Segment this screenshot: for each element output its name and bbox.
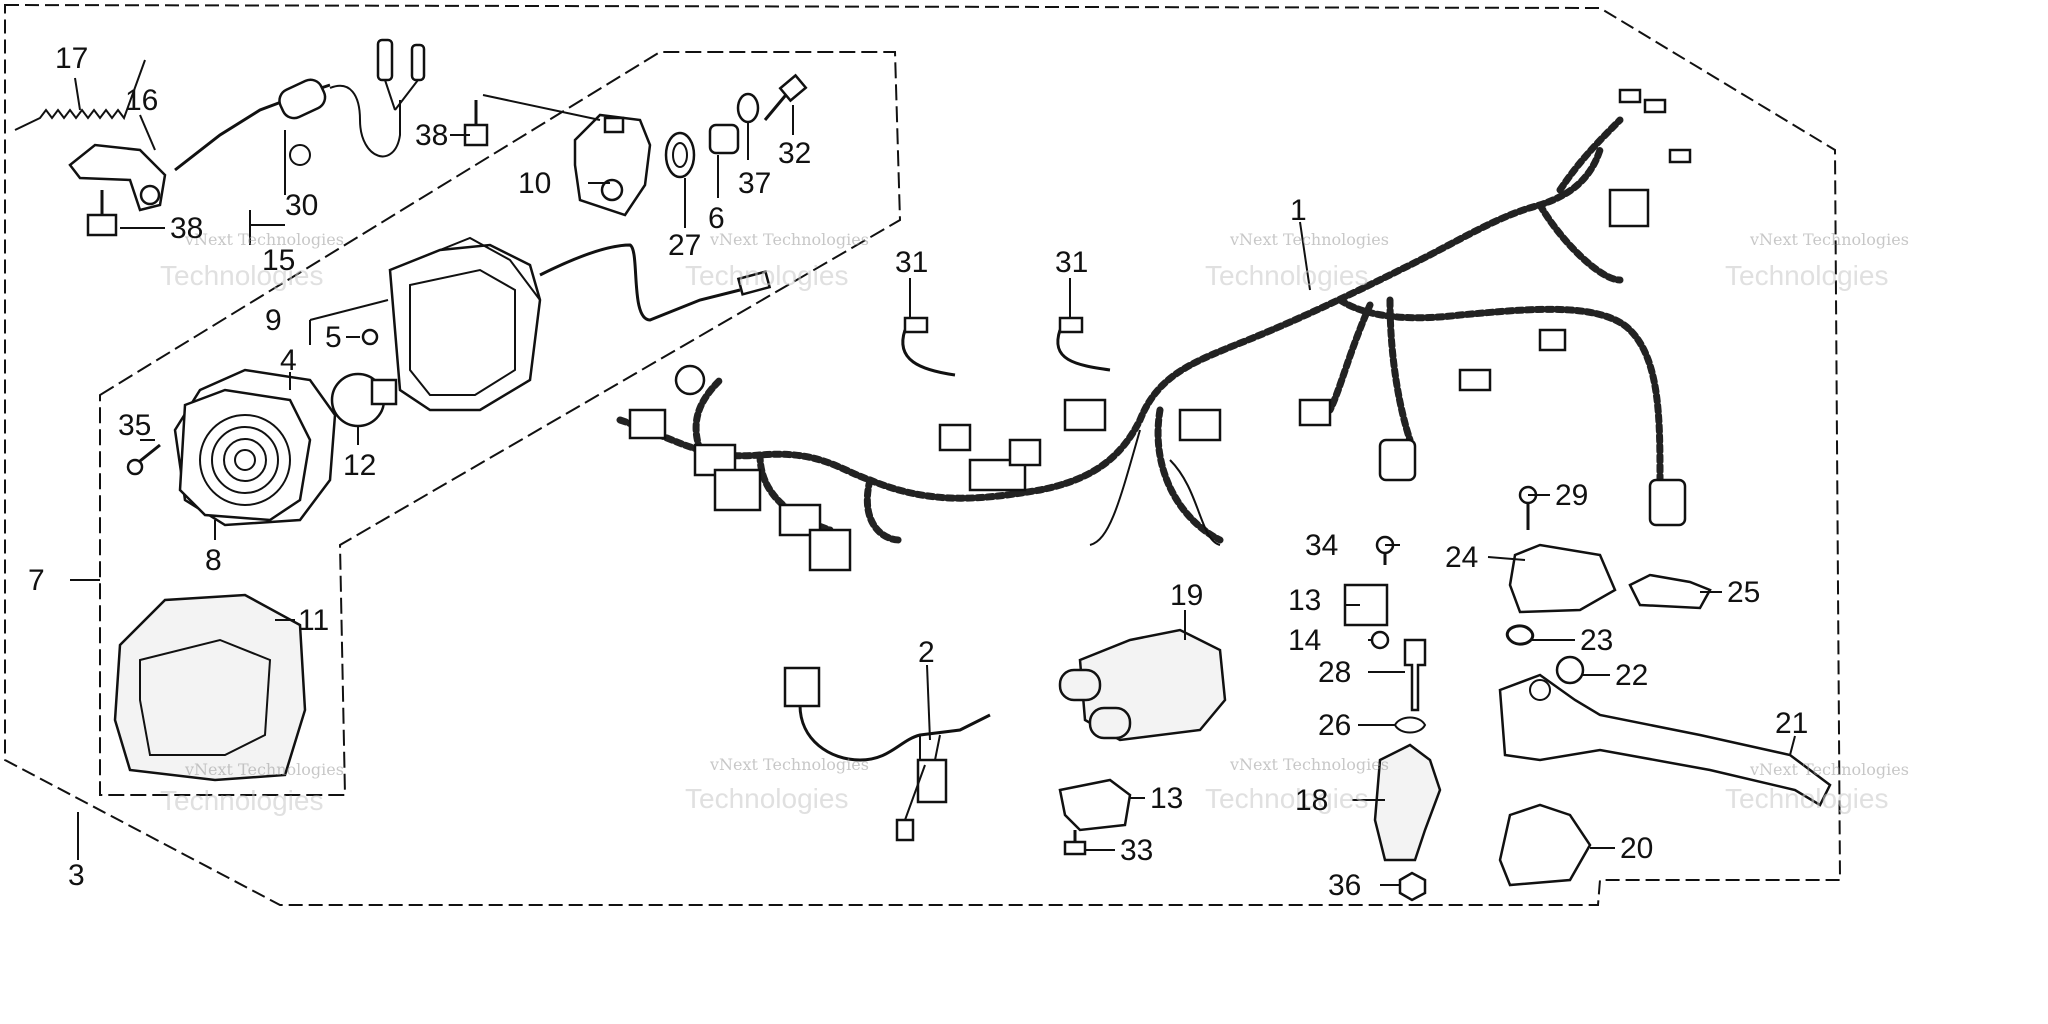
callout-33: 33 — [1120, 834, 1153, 867]
bracket-10 — [573, 113, 652, 217]
spring-17 — [14, 59, 146, 131]
callout-28: 28 — [1318, 656, 1351, 689]
lever-holder-20 — [1498, 803, 1592, 887]
callout-35: 35 — [118, 409, 151, 442]
washer-37 — [736, 92, 760, 124]
watermark-text: vNext Technologies — [184, 230, 344, 249]
headlight-case-9 — [388, 243, 542, 412]
brake-lever-21 — [1498, 673, 1832, 807]
callout-13-upper: 13 — [1288, 584, 1321, 617]
callout-7: 7 — [28, 564, 45, 597]
callout-29: 29 — [1555, 479, 1588, 512]
headlight-visor-11 — [113, 593, 307, 782]
callout-19: 19 — [1170, 579, 1203, 612]
callout-9: 9 — [265, 304, 282, 337]
assembly-3-boundary — [4, 3, 1842, 906]
callout-18: 18 — [1295, 784, 1328, 817]
leader-lines — [70, 77, 1796, 886]
callout-31-left: 31 — [895, 246, 928, 279]
callout-13-lower: 13 — [1150, 782, 1183, 815]
clip-26 — [1393, 716, 1427, 734]
bolt-33 — [1063, 840, 1087, 856]
watermark-text: Technologies — [160, 785, 323, 816]
watermark-text: vNext Technologies — [709, 230, 869, 249]
callout-23: 23 — [1580, 624, 1613, 657]
nut-14 — [1370, 630, 1390, 650]
callout-10: 10 — [518, 167, 551, 200]
watermark-text: Technologies — [685, 260, 848, 291]
lever-bracket-24 — [1508, 543, 1617, 614]
watermark-text: vNext Technologies — [184, 760, 344, 779]
watermark-text: Technologies — [1725, 783, 1888, 814]
collar-6 — [708, 123, 740, 155]
watermark-text: vNext Technologies — [1229, 230, 1389, 249]
watermark-text: Technologies — [1205, 260, 1368, 291]
watermark-group: vNext Technologies Technologies vNext Te… — [160, 230, 1909, 816]
nut-36 — [1398, 871, 1427, 902]
bolt-28 — [1403, 638, 1427, 712]
bolt-38-lower — [86, 213, 118, 237]
callout-22: 22 — [1615, 659, 1648, 692]
spring-23 — [1506, 624, 1534, 646]
watermark-text: Technologies — [685, 783, 848, 814]
callout-14: 14 — [1288, 624, 1321, 657]
headlight-wire — [539, 243, 741, 322]
callout-38-lower: 38 — [170, 212, 203, 245]
watermark-text: Technologies — [1205, 783, 1368, 814]
nut-5 — [361, 328, 379, 346]
callout-17: 17 — [55, 42, 88, 75]
watermark-text: Technologies — [1725, 260, 1888, 291]
watermark-text: vNext Technologies — [709, 755, 869, 774]
bracket-16-hole — [139, 184, 161, 206]
callout-21: 21 — [1775, 707, 1808, 740]
main-harness-1 — [616, 146, 1604, 502]
callout-12: 12 — [343, 449, 376, 482]
callout-34: 34 — [1305, 529, 1338, 562]
callout-26: 26 — [1318, 709, 1351, 742]
callout-11: 11 — [298, 604, 329, 637]
callout-36: 36 — [1328, 869, 1361, 902]
callout-3: 3 — [68, 859, 85, 892]
callout-31-right: 31 — [1055, 246, 1088, 279]
callout-27: 27 — [668, 229, 701, 262]
watermark-text: vNext Technologies — [1749, 230, 1909, 249]
callout-15: 15 — [262, 244, 295, 277]
relay-13-lower — [1058, 778, 1132, 832]
callout-16: 16 — [125, 84, 158, 117]
callout-5: 5 — [325, 321, 342, 354]
headlight-assembly-7-boundary — [99, 51, 902, 796]
callout-37: 37 — [738, 167, 771, 200]
callout-8: 8 — [205, 544, 222, 577]
lever-cover-25 — [1628, 573, 1712, 610]
adjuster-knob — [278, 78, 327, 120]
watermark-text: vNext Technologies — [1749, 760, 1909, 779]
relay-13-upper — [1343, 583, 1389, 627]
holder-18 — [1373, 743, 1442, 862]
callout-2: 2 — [918, 636, 935, 669]
callout-25: 25 — [1727, 576, 1760, 609]
callout-6: 6 — [708, 202, 725, 235]
callout-4: 4 — [280, 344, 297, 377]
pivot-cap-22 — [1555, 655, 1585, 685]
callout-24: 24 — [1445, 541, 1478, 574]
watermark-text: Technologies — [160, 260, 323, 291]
grommet-27 — [664, 131, 696, 179]
callout-labels: 1 2 3 4 5 6 7 8 9 10 11 12 13 13 14 15 1… — [28, 42, 1808, 902]
callout-38-upper: 38 — [415, 119, 448, 152]
callout-1: 1 — [1290, 194, 1307, 227]
callout-32: 32 — [778, 137, 811, 170]
callout-20: 20 — [1620, 832, 1653, 865]
callout-30: 30 — [285, 189, 318, 222]
sub-harness-2 — [798, 704, 991, 762]
watermark-text: vNext Technologies — [1229, 755, 1389, 774]
lamp-unit-8 — [178, 388, 312, 522]
